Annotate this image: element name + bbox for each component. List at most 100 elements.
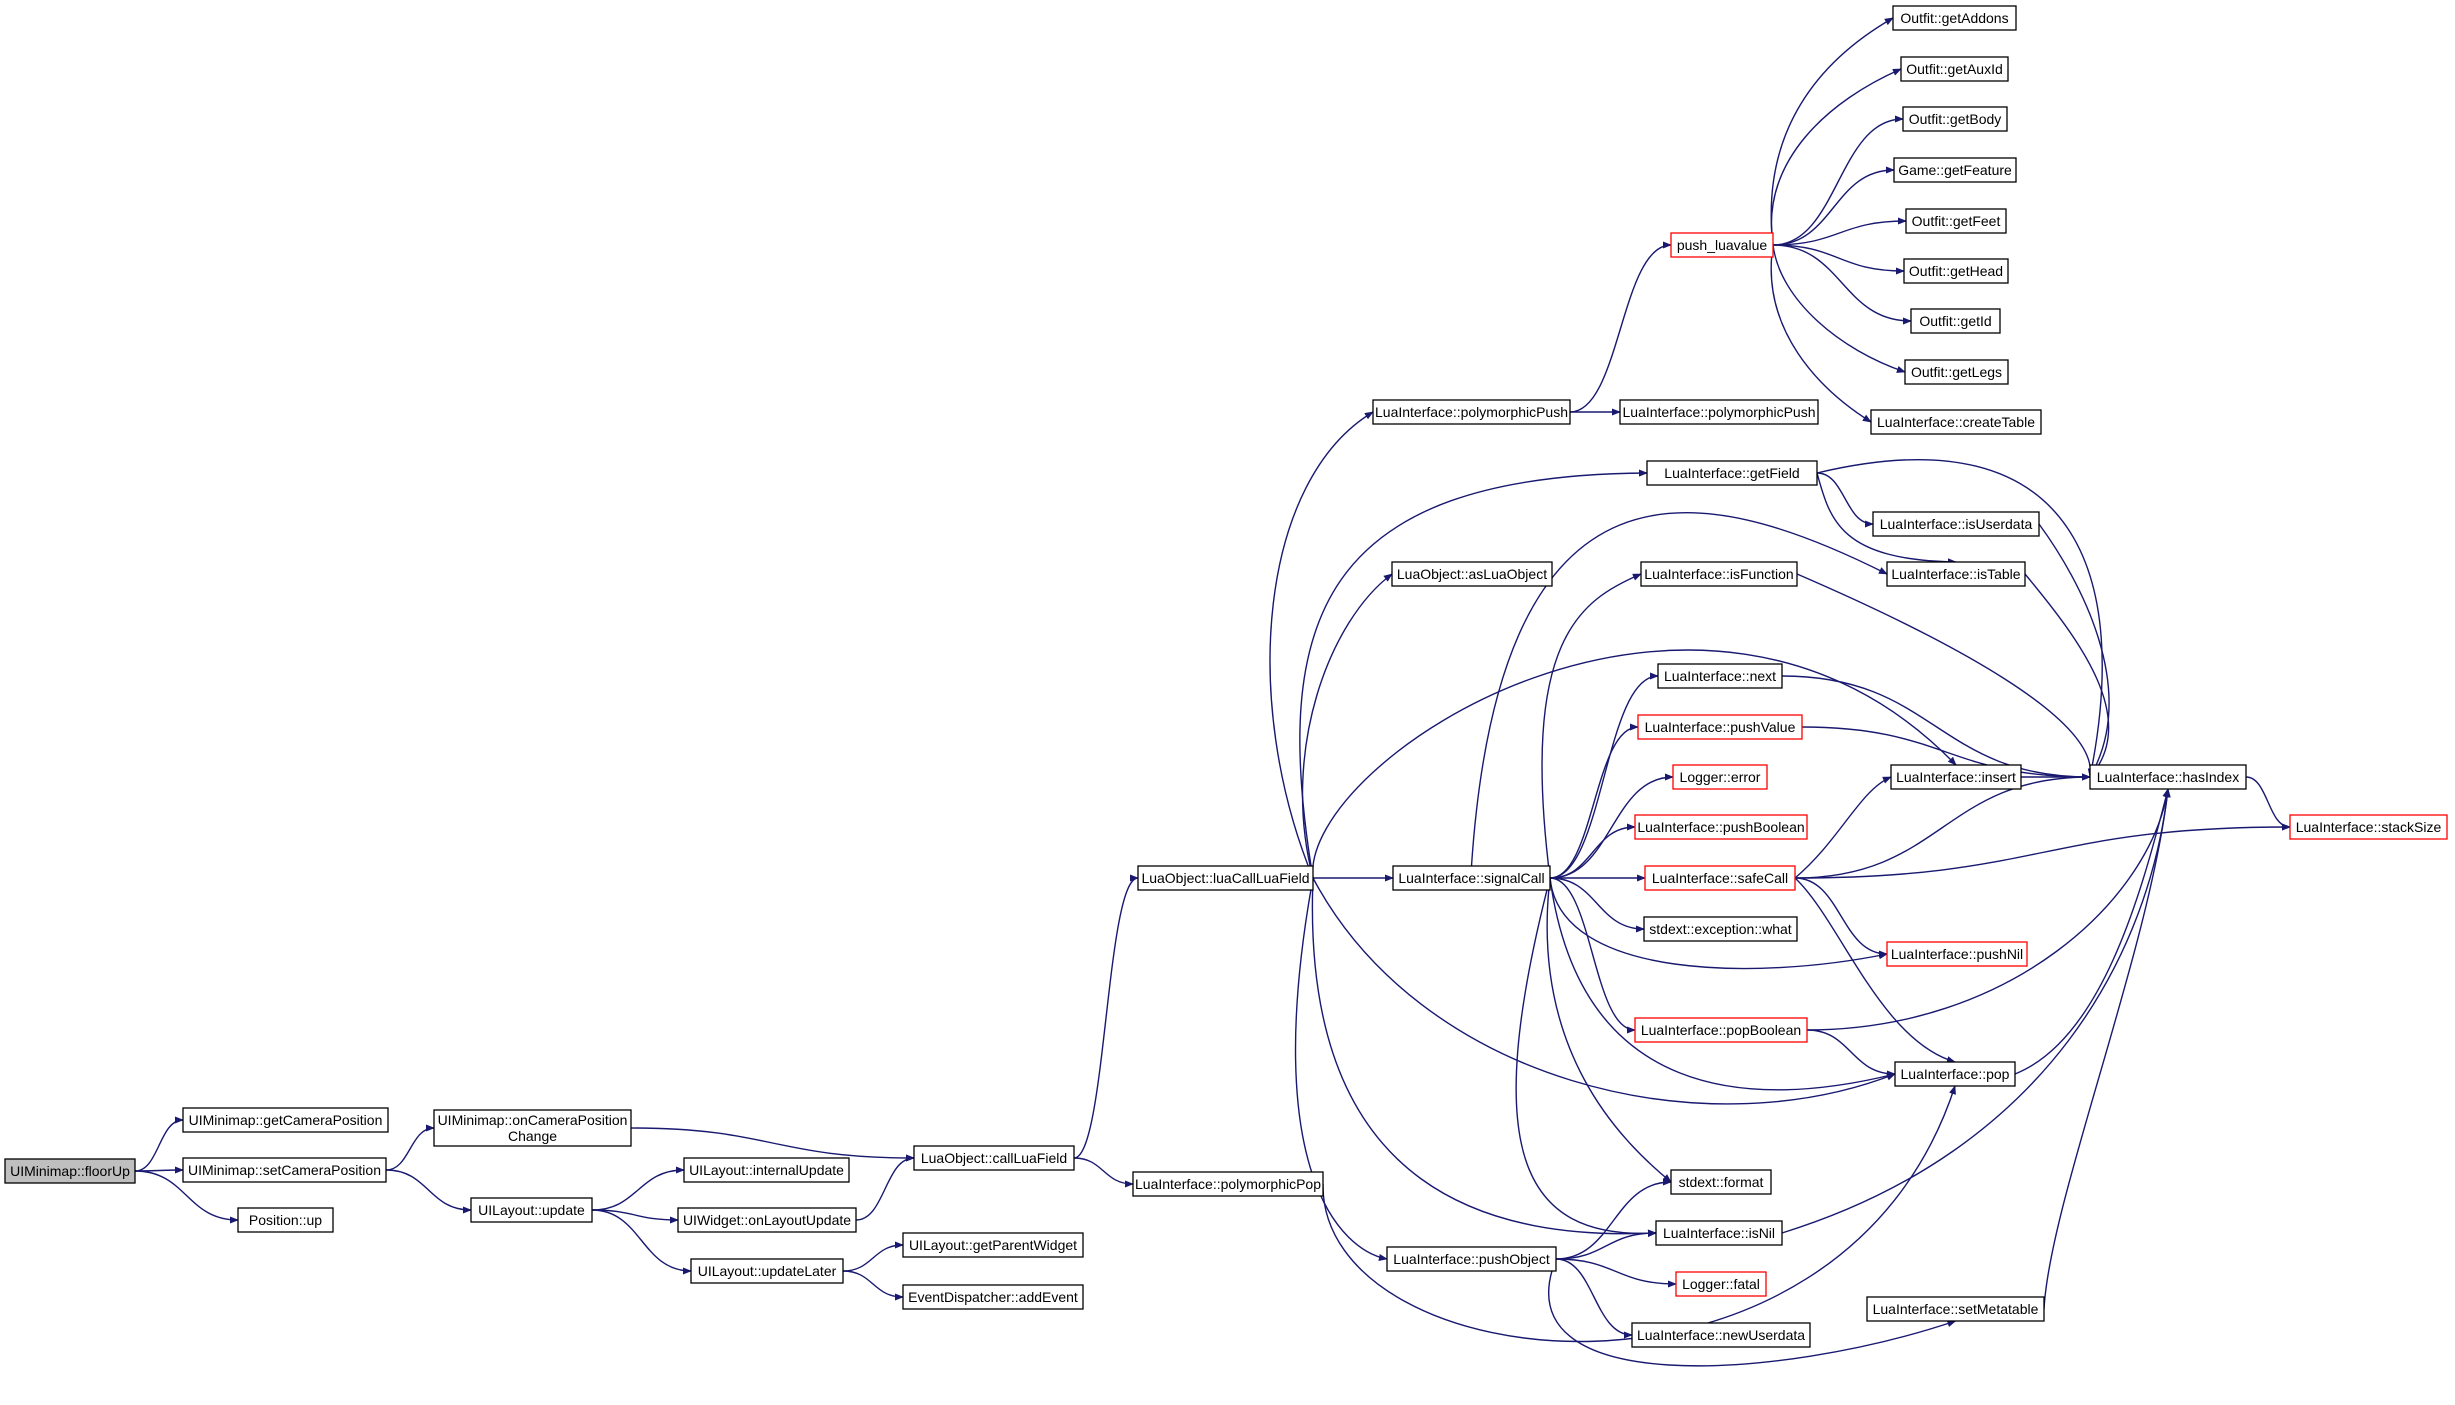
graph-node[interactable]: LuaInterface::isFunction xyxy=(1640,561,1798,587)
graph-node[interactable]: Outfit::getHead xyxy=(1903,258,2009,284)
graph-node[interactable]: UILayout::update xyxy=(470,1197,593,1223)
call-edge xyxy=(1781,788,2171,1234)
graph-node[interactable]: LuaInterface::pushValue xyxy=(1637,714,1803,740)
graph-node[interactable]: Outfit::getBody xyxy=(1902,106,2008,132)
node-label: UIMinimap::getCameraPosition xyxy=(189,1112,383,1128)
graph-node[interactable]: UIWidget::onLayoutUpdate xyxy=(677,1207,857,1233)
node-box xyxy=(1672,764,1768,790)
graph-node[interactable]: LuaInterface::newUserdata xyxy=(1631,1322,1811,1348)
call-edge xyxy=(1794,877,1956,1064)
node-box xyxy=(1910,308,2001,334)
graph-node[interactable]: Outfit::getLegs xyxy=(1904,359,2009,385)
call-edge xyxy=(1772,166,1895,246)
graph-node[interactable]: stdext::format xyxy=(1670,1169,1772,1195)
node-box xyxy=(1132,1171,1324,1197)
graph-node[interactable]: LuaInterface::isUserdata xyxy=(1872,511,2040,537)
graph-node[interactable]: Game::getFeature xyxy=(1893,157,2017,183)
graph-node[interactable]: LuaInterface::pushNil xyxy=(1886,941,2028,967)
call-edge xyxy=(1549,823,1636,879)
graph-node[interactable]: LuaObject::luaCallLuaField xyxy=(1137,865,1314,891)
graph-node[interactable]: UIMinimap::getCameraPosition xyxy=(182,1107,389,1133)
graph-node[interactable]: LuaInterface::createTable xyxy=(1870,409,2042,435)
graph-node[interactable]: LuaObject::asLuaObject xyxy=(1391,561,1553,587)
graph-node[interactable]: Logger::fatal xyxy=(1675,1271,1767,1297)
node-box xyxy=(1872,511,2040,537)
graph-node[interactable]: LuaInterface::setMetatable xyxy=(1866,1296,2045,1322)
graph-node[interactable]: LuaInterface::polymorphicPop xyxy=(1132,1171,1324,1197)
call-edge xyxy=(1770,244,1872,423)
call-edge xyxy=(1549,723,1639,879)
call-edge xyxy=(1794,823,2291,879)
call-edge xyxy=(591,1166,685,1211)
node-box xyxy=(1893,157,2017,183)
graph-node[interactable]: Outfit::getAddons xyxy=(1892,5,2017,31)
graph-node[interactable]: stdext::exception::what xyxy=(1643,916,1798,942)
node-label: UIMinimap::setCameraPosition xyxy=(188,1162,381,1178)
node-label: UILayout::internalUpdate xyxy=(689,1162,844,1178)
call-edge xyxy=(1770,68,1902,246)
graph-node[interactable]: UIMinimap::setCameraPosition xyxy=(182,1157,387,1183)
node-label: UILayout::update xyxy=(478,1202,585,1218)
graph-node[interactable]: LuaInterface::polymorphicPush xyxy=(1372,399,1571,425)
graph-node[interactable]: LuaInterface::pop xyxy=(1894,1061,2016,1087)
graph-node[interactable]: UILayout::updateLater xyxy=(690,1258,844,1284)
node-label: LuaInterface::createTable xyxy=(1877,414,2035,430)
call-edge xyxy=(1269,411,1374,879)
call-edge xyxy=(385,1124,435,1171)
graph-node[interactable]: UILayout::internalUpdate xyxy=(683,1157,850,1183)
node-box xyxy=(182,1107,389,1133)
graph-node[interactable]: LuaObject::callLuaField xyxy=(913,1145,1075,1171)
graph-node[interactable]: LuaInterface::hasIndex xyxy=(2089,764,2247,790)
graph-node[interactable]: LuaInterface::pushBoolean xyxy=(1634,814,1808,840)
graph-node[interactable]: Logger::error xyxy=(1672,764,1768,790)
graph-node[interactable]: LuaInterface::polymorphicPush xyxy=(1619,399,1819,425)
call-edge xyxy=(1772,244,1906,373)
graph-node[interactable]: Outfit::getFeet xyxy=(1905,208,2007,234)
call-edge xyxy=(1816,472,1957,566)
node-label: Outfit::getId xyxy=(1919,313,1991,329)
node-box xyxy=(1631,1322,1811,1348)
graph-node[interactable]: LuaInterface::next xyxy=(1657,663,1783,689)
graph-node[interactable]: LuaInterface::popBoolean xyxy=(1634,1017,1808,1043)
graph-node[interactable]: LuaInterface::isNil xyxy=(1655,1220,1783,1246)
node-box xyxy=(1657,663,1783,689)
graph-node[interactable]: LuaInterface::insert xyxy=(1890,764,2022,790)
call-edge xyxy=(385,1169,472,1214)
node-label: LuaInterface::polymorphicPop xyxy=(1135,1176,1321,1192)
node-label: Logger::error xyxy=(1680,769,1761,785)
call-edge xyxy=(1294,877,1388,1262)
graph-node[interactable]: push_luavalue xyxy=(1670,232,1774,258)
graph-node[interactable]: LuaInterface::signalCall xyxy=(1392,865,1551,891)
node-label: Outfit::getAuxId xyxy=(1906,61,2003,77)
graph-node[interactable]: LuaInterface::safeCall xyxy=(1644,865,1796,891)
node-label: LuaInterface::isTable xyxy=(1891,566,2020,582)
graph-node[interactable]: LuaInterface::isTable xyxy=(1886,561,2026,587)
node-label: stdext::exception::what xyxy=(1649,921,1792,937)
graph-node[interactable]: Position::up xyxy=(237,1207,334,1233)
node-box xyxy=(470,1197,593,1223)
call-edge xyxy=(1549,672,1659,879)
call-edge xyxy=(1549,877,1645,933)
node-label: LuaInterface::safeCall xyxy=(1652,870,1788,886)
node-box xyxy=(1137,865,1314,891)
graph-node[interactable]: EventDispatcher::addEvent xyxy=(902,1284,1084,1310)
graph-node[interactable]: LuaInterface::stackSize xyxy=(2289,814,2448,840)
graph-node[interactable]: LuaInterface::pushObject xyxy=(1386,1246,1557,1272)
graph-node[interactable]: UILayout::getParentWidget xyxy=(902,1232,1084,1258)
graph-node[interactable]: Outfit::getId xyxy=(1910,308,2001,334)
node-label: push_luavalue xyxy=(1677,237,1768,253)
node-box xyxy=(4,1158,136,1184)
node-box xyxy=(1886,561,2026,587)
call-edge xyxy=(1301,573,1393,879)
call-edge xyxy=(1781,675,2091,781)
node-box xyxy=(1372,399,1571,425)
node-box xyxy=(237,1207,334,1233)
call-edge xyxy=(1073,1157,1134,1188)
node-box xyxy=(1870,409,2042,435)
node-label: Game::getFeature xyxy=(1898,162,2012,178)
graph-node[interactable]: LuaInterface::getField xyxy=(1646,460,1818,486)
graph-node[interactable]: Outfit::getAuxId xyxy=(1900,56,2009,82)
call-edge xyxy=(1541,573,1642,879)
node-box xyxy=(902,1284,1084,1310)
